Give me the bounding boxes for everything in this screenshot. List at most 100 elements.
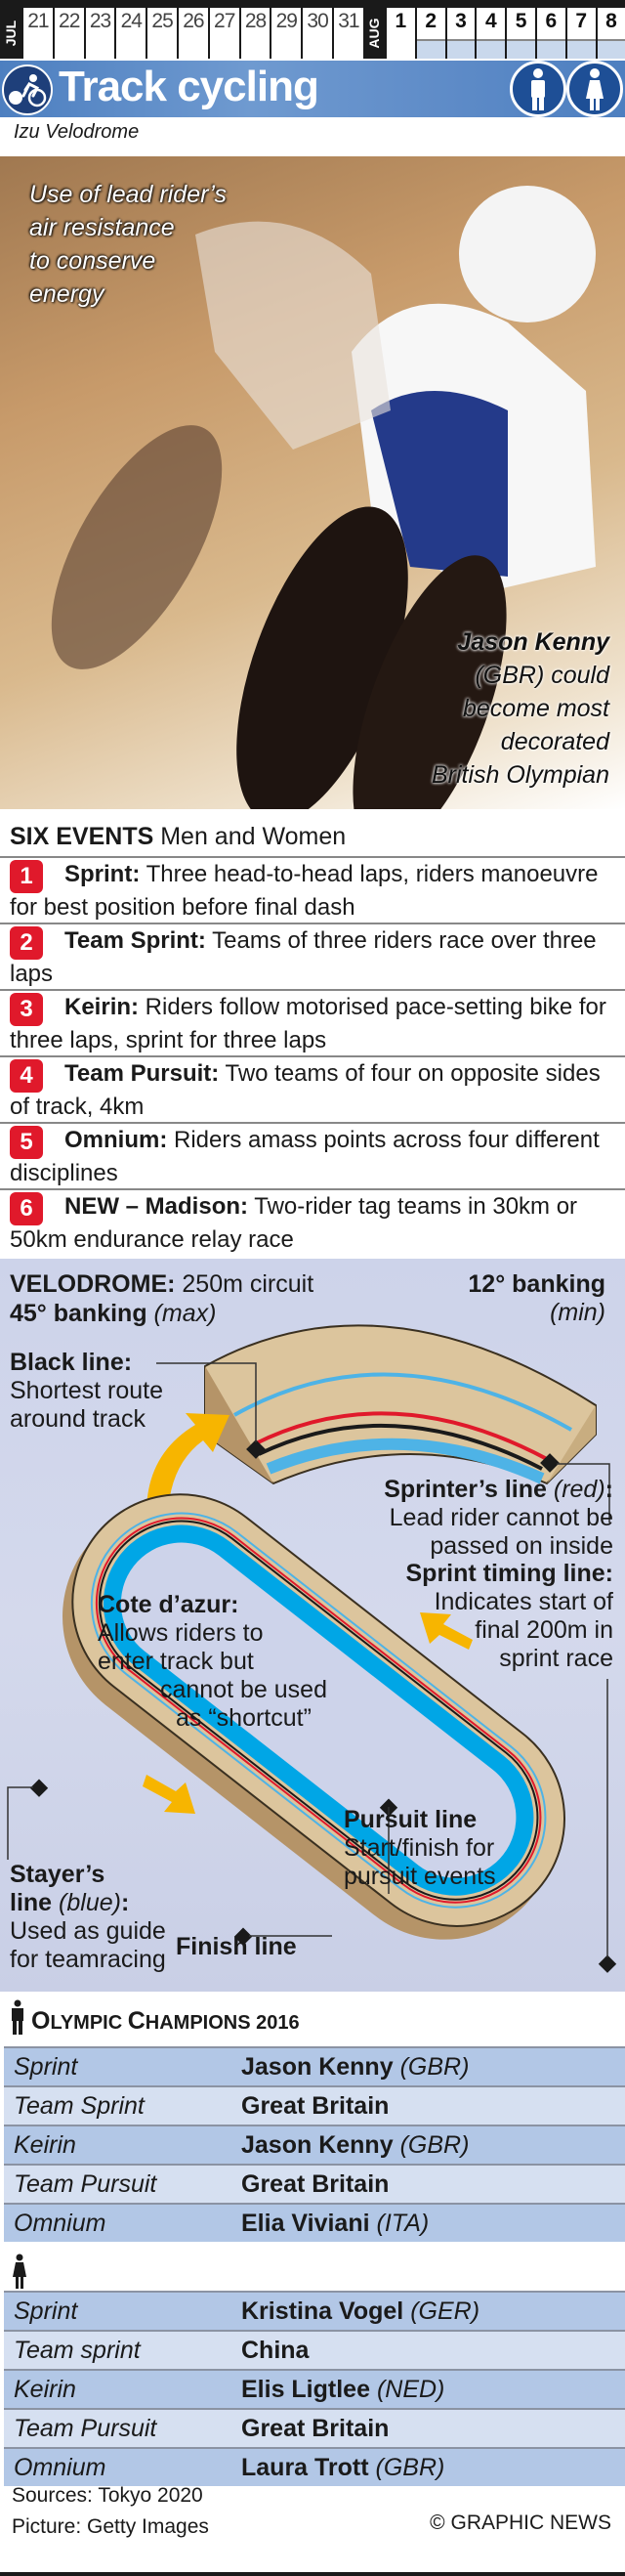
champion-event: Sprint xyxy=(14,2297,78,2325)
black-line-marker xyxy=(246,1439,266,1459)
photo-caption-bottom: Jason Kenny (GBR) could become most deco… xyxy=(432,628,609,789)
calendar-day: 29 xyxy=(271,8,304,59)
calendar-day: 23 xyxy=(85,8,117,59)
velodrome-title: VELODROME: 250m circuit xyxy=(10,1270,314,1298)
champion-event: Keirin xyxy=(14,2130,76,2159)
champion-row: Sprint Kristina Vogel (GER) xyxy=(4,2291,625,2330)
calendar-day: 27 xyxy=(209,8,241,59)
event-number-badge: 3 xyxy=(10,993,43,1026)
calendar-day: 8 xyxy=(597,8,625,59)
champion-event: Keirin xyxy=(14,2375,76,2403)
max-banking-label: 45° banking (max) xyxy=(10,1300,217,1327)
month-label-aug: AUG xyxy=(363,8,385,59)
page-title: Track cycling xyxy=(59,63,319,110)
champion-winner: Laura Trott (GBR) xyxy=(241,2453,445,2481)
footer-rule xyxy=(0,2572,625,2576)
track-illustration xyxy=(7,1324,617,1973)
velodrome-diagram: VELODROME: 250m circuit 45° banking (max… xyxy=(0,1259,625,1992)
event-number-badge: 2 xyxy=(10,926,43,960)
finish-line-label: Finish line xyxy=(176,1933,297,1960)
zoom-arrow xyxy=(146,1413,229,1513)
champion-row: Omnium Laura Trott (GBR) xyxy=(4,2447,625,2486)
sources: Sources: Tokyo 2020 Picture: Getty Image… xyxy=(12,2484,209,2538)
calendar-day: 30 xyxy=(303,8,334,59)
man-icon xyxy=(12,1999,23,2035)
champion-winner: Elia Viviani (ITA) xyxy=(241,2209,430,2237)
champion-event: Sprint xyxy=(14,2052,78,2081)
champion-winner: Elis Ligtlee (NED) xyxy=(241,2375,445,2403)
calendar-day: 21 xyxy=(23,8,55,59)
event-number-badge: 6 xyxy=(10,1192,43,1225)
calendar-day: 5 xyxy=(507,8,537,59)
cyclist-icon xyxy=(2,64,53,115)
calendar-day: 2 xyxy=(416,8,447,59)
calendar-day: 7 xyxy=(566,8,598,59)
champion-row: Keirin Jason Kenny (GBR) xyxy=(4,2125,625,2164)
title-bar: Track cycling xyxy=(0,61,625,117)
champion-winner: Jason Kenny (GBR) xyxy=(241,2052,470,2081)
champion-winner: China xyxy=(241,2336,310,2364)
champion-row: Team Pursuit Great Britain xyxy=(4,2164,625,2203)
woman-icon xyxy=(566,61,623,117)
sprinters-line-label: Sprinter’s line (red):Lead rider cannot … xyxy=(384,1476,613,1560)
direction-arrow xyxy=(143,1612,473,1814)
event-day-indicator xyxy=(416,39,445,59)
champion-event: Team Pursuit xyxy=(14,2414,157,2442)
calendar-day: 24 xyxy=(116,8,148,59)
events-heading: SIX EVENTS Men and Women xyxy=(10,823,347,850)
event-day-indicator xyxy=(507,39,535,59)
champion-winner: Great Britain xyxy=(241,2414,390,2442)
calendar-day: 28 xyxy=(240,8,272,59)
photo-caption-top: Use of lead rider’s air resistance to co… xyxy=(29,181,227,308)
copyright-credit: © GRAPHIC NEWS xyxy=(430,2512,611,2534)
champion-winner: Kristina Vogel (GER) xyxy=(241,2297,480,2325)
calendar-day: 6 xyxy=(537,8,567,59)
champion-row: Keirin Elis Ligtlee (NED) xyxy=(4,2369,625,2408)
calendar-day: 26 xyxy=(179,8,210,59)
venue-label: Izu Velodrome xyxy=(14,121,140,143)
calendar-day: 1 xyxy=(387,8,417,59)
pursuit-line-marker-2 xyxy=(598,1954,617,1973)
woman-icon xyxy=(13,2254,26,2289)
event-number-badge: 4 xyxy=(10,1059,43,1093)
hero-photo: Use of lead rider’s air resistance to co… xyxy=(0,156,625,809)
champion-winner: Great Britain xyxy=(241,2169,390,2198)
calendar-day: 3 xyxy=(446,8,478,59)
calendar-day: 22 xyxy=(54,8,86,59)
champion-row: Team Pursuit Great Britain xyxy=(4,2408,625,2447)
champion-row: Sprint Jason Kenny (GBR) xyxy=(4,2046,625,2085)
champion-winner: Great Britain xyxy=(241,2091,390,2120)
sprinter-line-marker xyxy=(540,1453,560,1473)
calendar-day: 31 xyxy=(334,8,365,59)
man-icon xyxy=(510,61,566,117)
champion-row: Team sprint China xyxy=(4,2330,625,2369)
champion-event: Team Pursuit xyxy=(14,2169,157,2198)
champion-event: Omnium xyxy=(14,2453,106,2481)
calendar-day: 4 xyxy=(477,8,508,59)
event-number-badge: 1 xyxy=(10,860,43,893)
champion-event: Team sprint xyxy=(14,2336,141,2364)
champion-winner: Jason Kenny (GBR) xyxy=(241,2130,470,2159)
champions-heading: OLYMPIC CHAMPIONS 2016 xyxy=(10,1999,300,2036)
event-day-indicator xyxy=(477,39,506,59)
champion-event: Team Sprint xyxy=(14,2091,145,2120)
cyclist-photo-illustration xyxy=(51,186,596,809)
event-day-indicator xyxy=(537,39,565,59)
event-day-indicator xyxy=(597,39,625,59)
min-banking-label: 12° banking(min) xyxy=(468,1270,605,1326)
